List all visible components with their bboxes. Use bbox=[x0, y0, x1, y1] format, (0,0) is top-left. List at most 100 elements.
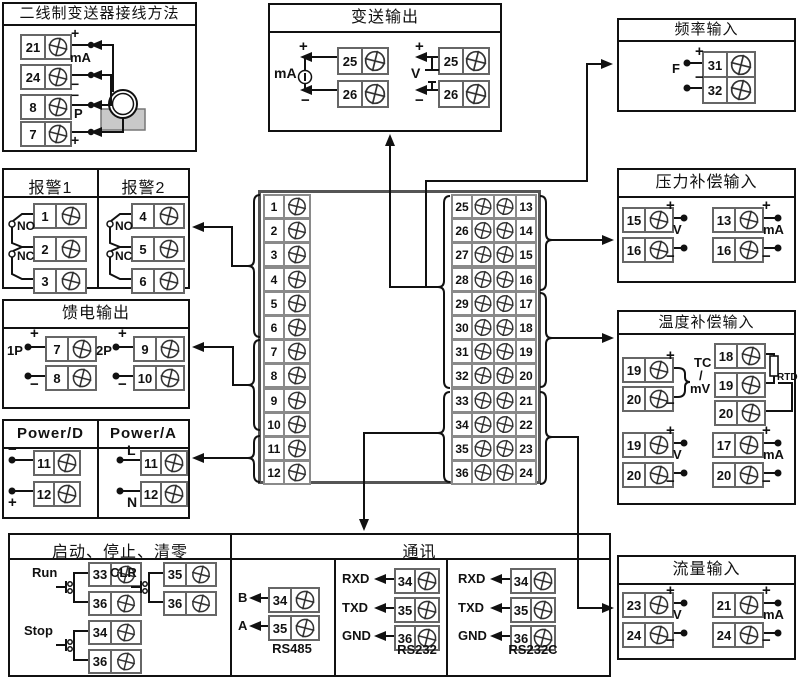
screw-terminal-icon bbox=[730, 54, 752, 76]
screw-terminal bbox=[495, 341, 517, 362]
terminal-number: 8 bbox=[47, 367, 69, 389]
terminal-cell: 11 bbox=[140, 450, 188, 476]
screw-terminal bbox=[112, 564, 140, 585]
label-0-label: V bbox=[673, 607, 682, 622]
label-1-plus: + bbox=[118, 325, 127, 342]
screw-terminal-icon bbox=[159, 206, 179, 226]
terminal-number: 27 bbox=[453, 244, 473, 265]
screw-terminal-icon bbox=[287, 415, 307, 434]
screw-terminal bbox=[495, 220, 517, 241]
screw-terminal-icon bbox=[649, 210, 669, 230]
screw-terminal bbox=[464, 49, 488, 73]
terminal-number: 2 bbox=[265, 220, 285, 241]
screw-terminal bbox=[416, 570, 438, 592]
terminal-number: 16 bbox=[517, 269, 535, 290]
panel-divider bbox=[230, 535, 232, 675]
screw-terminal bbox=[736, 594, 762, 616]
panel-divider bbox=[446, 560, 448, 675]
panel-title: 温度补偿输入 bbox=[619, 312, 794, 335]
terminal-cell: 35 bbox=[394, 597, 440, 623]
screw-terminal bbox=[728, 78, 754, 102]
label-1-sign: − bbox=[71, 76, 80, 92]
screw-terminal-icon bbox=[474, 294, 492, 313]
label-0-label: V bbox=[673, 222, 682, 237]
terminal-number: 23 bbox=[517, 438, 535, 459]
screw-terminal bbox=[157, 338, 183, 360]
terminal-number: 20 bbox=[716, 402, 738, 424]
terminal-number: 31 bbox=[453, 341, 473, 362]
terminal-cell: 1 bbox=[33, 203, 87, 229]
screw-terminal bbox=[285, 414, 309, 435]
screw-terminal bbox=[162, 452, 186, 474]
panel-title: 二线制变送器接线方法 bbox=[4, 4, 195, 26]
terminal-number: 24 bbox=[22, 66, 46, 88]
terminal-number: 34 bbox=[396, 570, 416, 592]
terminal-cell: 1 bbox=[263, 194, 311, 219]
terminal-cell: 3 bbox=[33, 268, 87, 294]
screw-terminal-icon bbox=[164, 484, 184, 504]
screw-terminal-icon bbox=[741, 346, 761, 366]
screw-terminal-icon bbox=[61, 206, 81, 226]
terminal-cell: 11 bbox=[33, 450, 81, 476]
label-1-sign: N bbox=[127, 494, 138, 510]
terminal-cell: 20 bbox=[622, 386, 674, 412]
label-1-minus: − bbox=[762, 248, 771, 265]
label-0-plus: + bbox=[666, 197, 675, 214]
terminal-number: 20 bbox=[517, 365, 535, 386]
label-rs485-label: RS485 bbox=[272, 641, 312, 656]
terminal-number: 16 bbox=[714, 239, 736, 261]
label-tc_group-minus: − bbox=[666, 395, 675, 412]
terminal-number: 18 bbox=[517, 317, 535, 338]
label-1-plus: + bbox=[762, 422, 771, 439]
panel-title: 变送输出 bbox=[270, 5, 500, 33]
screw-terminal-icon bbox=[474, 270, 492, 289]
screw-terminal bbox=[292, 617, 318, 639]
terminal-number: 7 bbox=[265, 341, 285, 362]
label-alarm1-no_label: NO bbox=[17, 219, 35, 233]
screw-terminal bbox=[292, 589, 318, 611]
terminal-cell: 24 bbox=[20, 64, 72, 90]
terminal-cell: 34 bbox=[394, 568, 440, 594]
terminal-number: 7 bbox=[22, 123, 46, 145]
screw-terminal bbox=[473, 220, 495, 241]
screw-terminal-icon bbox=[496, 342, 514, 361]
screw-terminal-icon bbox=[287, 294, 307, 313]
power-a-title: Power/A bbox=[109, 425, 177, 442]
screw-terminal-icon bbox=[741, 403, 761, 423]
terminal-cell: 9 bbox=[133, 336, 185, 362]
screw-terminal bbox=[495, 196, 517, 217]
terminal-cell: 5 bbox=[131, 236, 185, 262]
terminal-cell: 20 bbox=[714, 400, 766, 426]
terminal-number: 31 bbox=[704, 53, 728, 77]
terminal-cell: 2 bbox=[33, 236, 87, 262]
terminal-number: 35 bbox=[270, 617, 292, 639]
terminal-number: 20 bbox=[624, 388, 646, 410]
terminal-number: 11 bbox=[35, 452, 55, 474]
screw-terminal-icon bbox=[496, 439, 514, 458]
screw-terminal-icon bbox=[474, 463, 492, 482]
screw-terminal bbox=[285, 244, 309, 265]
screw-terminal-icon bbox=[287, 342, 307, 361]
screw-terminal bbox=[473, 390, 495, 411]
label-0-plus: + bbox=[666, 422, 675, 439]
label-0-label: V bbox=[673, 447, 682, 462]
screw-terminal-icon bbox=[160, 368, 180, 388]
screw-terminal-icon bbox=[72, 368, 92, 388]
screw-terminal bbox=[473, 293, 495, 314]
terminal-cell: 23 bbox=[622, 592, 674, 618]
screw-terminal-icon bbox=[649, 595, 669, 615]
terminal-number: 19 bbox=[624, 434, 646, 456]
terminal-cell: 19 bbox=[622, 432, 674, 458]
screw-terminal bbox=[112, 593, 140, 614]
screw-terminal bbox=[187, 593, 215, 614]
terminal-cell: 13 bbox=[712, 207, 764, 233]
terminal-cell: 12 bbox=[263, 460, 311, 485]
label-0-label: 1P bbox=[7, 343, 23, 358]
terminal-number: 13 bbox=[517, 196, 535, 217]
screw-terminal bbox=[285, 365, 309, 386]
screw-terminal bbox=[416, 627, 438, 649]
label-tc_group-plus: + bbox=[666, 347, 675, 364]
label-0-label: Run bbox=[32, 565, 58, 580]
screw-terminal-icon bbox=[649, 389, 669, 409]
